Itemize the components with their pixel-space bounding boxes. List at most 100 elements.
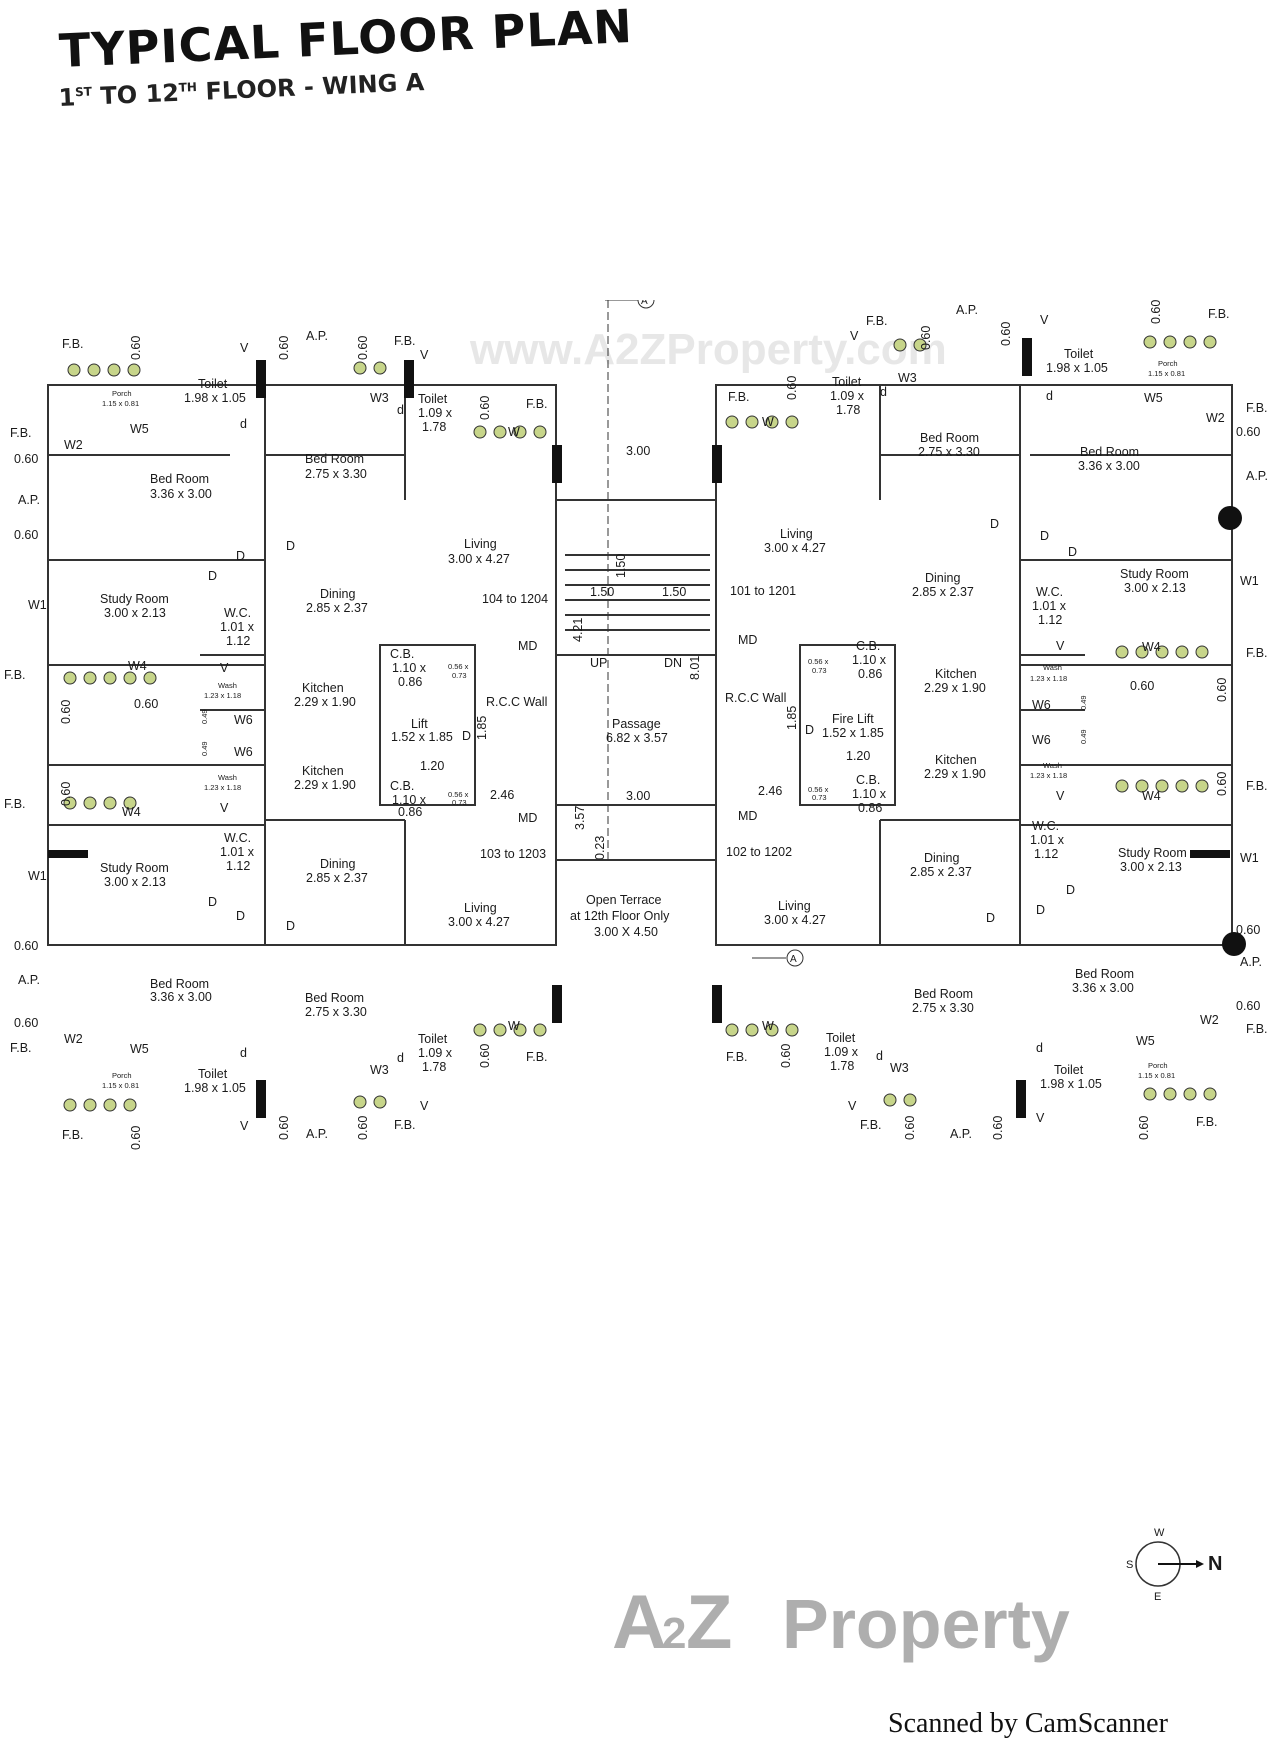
labels-bottom-left-unit: Bed Room 3.36 x 3.00 Bed Room 2.75 x 3.3… — [100, 764, 546, 1095]
dim-label: 0.56 x — [808, 785, 829, 794]
fb-label: F.B. — [1196, 1115, 1218, 1129]
fb-label: F.B. — [1246, 779, 1268, 793]
room-dim: 1.09 x — [418, 1046, 453, 1060]
ap-label: A.P. — [1246, 469, 1268, 483]
window-label: W5 — [1136, 1034, 1155, 1048]
window-label: W2 — [1206, 411, 1225, 425]
door-label: D — [208, 569, 217, 583]
room-dim: 3.36 x 3.00 — [150, 487, 212, 501]
cb-label: C.B. — [856, 773, 880, 787]
cb-dim: 0.86 — [398, 675, 422, 689]
room-dim: 2.29 x 1.90 — [924, 767, 986, 781]
v-label: V — [220, 801, 229, 815]
room-label: Study Room — [100, 592, 169, 606]
labels-top-right-unit: Bed Room 3.36 x 3.00 Bed Room 2.75 x 3.3… — [730, 347, 1189, 695]
cb-label: C.B. — [856, 639, 880, 653]
room-dim: 1.01 x — [1032, 599, 1067, 613]
cb-label: C.B. — [390, 779, 414, 793]
door-label: D — [990, 517, 999, 531]
room-label: Dining — [925, 571, 960, 585]
room-label: Wash — [218, 773, 237, 782]
dim-label: 4.21 — [571, 618, 585, 642]
dim-label: 0.60 — [59, 700, 73, 724]
fb-label: F.B. — [726, 1050, 748, 1064]
core-labels: Lift 1.52 x 1.85 Fire Lift 1.52 x 1.85 R… — [390, 639, 887, 939]
room-dim: 1.15 x 0.81 — [102, 1081, 139, 1090]
wall-blocks — [48, 338, 1246, 1118]
dim-label: 0.60 — [356, 1116, 370, 1140]
room-label: Porch — [1148, 1061, 1168, 1070]
dim-label: 0.49 — [200, 709, 209, 724]
room-label: Bed Room — [150, 472, 209, 486]
window-label: W — [508, 1019, 520, 1033]
door-label: D — [236, 549, 245, 563]
window-label: W6 — [234, 745, 253, 759]
room-dim: 1.23 x 1.18 — [1030, 674, 1067, 683]
dim-label: 8.01 — [688, 656, 702, 680]
v-label: V — [420, 1099, 429, 1113]
dim-label: 0.60 — [779, 1044, 793, 1068]
cb-dim: 1.10 x — [852, 787, 887, 801]
fb-label: F.B. — [1208, 307, 1230, 321]
room-dim: 3.00 x 2.13 — [104, 606, 166, 620]
window-label: W3 — [370, 391, 389, 405]
room-dim: 2.29 x 1.90 — [294, 695, 356, 709]
window-label: W2 — [1200, 1013, 1219, 1027]
fire-lift-dim: 1.52 x 1.85 — [822, 726, 884, 740]
room-dim: 2.29 x 1.90 — [924, 681, 986, 695]
dimension-labels: 3.00 3.00 1.50 1.50 2.46 2.46 1.20 1.20 … — [14, 425, 1260, 1030]
room-dim: 3.36 x 3.00 — [1072, 981, 1134, 995]
cb-label: C.B. — [390, 647, 414, 661]
window-label: W3 — [890, 1061, 909, 1075]
cb-dim: 1.10 x — [392, 661, 427, 675]
dim-label: 0.60 — [785, 376, 799, 400]
dim-label: 0.60 — [14, 939, 38, 953]
window-label: W5 — [130, 1042, 149, 1056]
fb-label: F.B. — [526, 1050, 548, 1064]
room-label: Living — [778, 899, 811, 913]
ap-label: A.P. — [950, 1127, 972, 1141]
dim-label: 0.60 — [356, 336, 370, 360]
room-label: Bed Room — [1075, 967, 1134, 981]
room-label: W.C. — [1032, 819, 1059, 833]
window-label: W2 — [64, 438, 83, 452]
room-dim: 1.12 — [1034, 847, 1058, 861]
room-dim: 2.85 x 2.37 — [910, 865, 972, 879]
section-marker-top: A — [605, 300, 655, 309]
stair-dn-label: DN — [664, 656, 682, 670]
logo-property: Property — [782, 1585, 1070, 1663]
v-label: V — [1036, 1111, 1045, 1125]
dim-label: 3.00 — [626, 789, 650, 803]
room-label: W.C. — [224, 831, 251, 845]
dim-label: 0.60 — [1215, 678, 1229, 702]
unit-number: 104 to 1204 — [482, 592, 548, 606]
window-label: W — [762, 415, 774, 429]
dim-label: 3.57 — [573, 806, 587, 830]
dim-label: 1.85 — [785, 706, 799, 730]
dim-label: 0.73 — [812, 793, 827, 802]
room-label: Toilet — [198, 1067, 228, 1081]
cb-dim: 0.86 — [398, 805, 422, 819]
dim-label: 2.46 — [490, 788, 514, 802]
room-dim: 3.36 x 3.00 — [1078, 459, 1140, 473]
md-label: MD — [738, 809, 757, 823]
window-label: W3 — [898, 371, 917, 385]
room-dim: 2.85 x 2.37 — [306, 871, 368, 885]
room-label: Toilet — [1064, 347, 1094, 361]
window-label: W6 — [1032, 698, 1051, 712]
door-label: d — [397, 1051, 404, 1065]
room-label: Kitchen — [302, 681, 344, 695]
dim-label: 0.60 — [14, 1016, 38, 1030]
room-label: Wash — [218, 681, 237, 690]
room-dim: 1.12 — [1038, 613, 1062, 627]
room-label: Kitchen — [935, 667, 977, 681]
window-label: W1 — [28, 598, 47, 612]
v-label: V — [848, 1099, 857, 1113]
room-dim: 1.15 x 0.81 — [1148, 369, 1185, 378]
room-dim: 1.09 x — [824, 1045, 859, 1059]
room-label: Toilet — [198, 377, 228, 391]
room-dim: 2.75 x 3.30 — [918, 445, 980, 459]
ap-label: A.P. — [1240, 955, 1262, 969]
cb-dim: 0.86 — [858, 801, 882, 815]
dim-label: 0.56 x — [448, 662, 469, 671]
